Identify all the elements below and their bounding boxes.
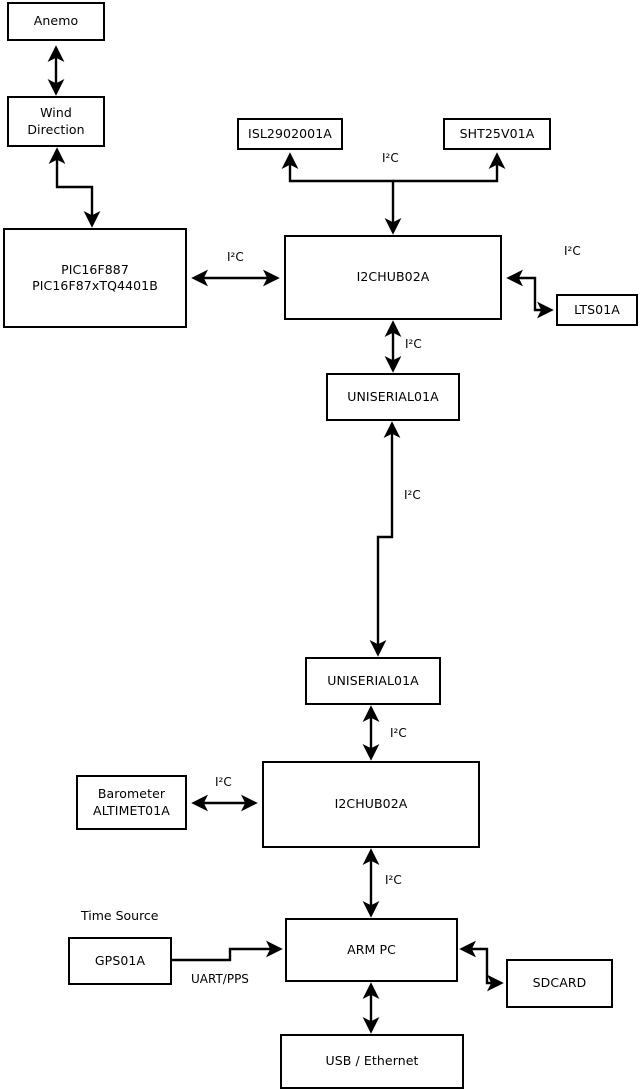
node-usb-ethernet[interactable]: USB / Ethernet — [280, 1034, 464, 1089]
wire-bus-sht — [393, 152, 506, 183]
node-uniserial01a-bottom[interactable]: UNISERIAL01A — [305, 657, 441, 705]
node-lts01a[interactable]: LTS01A — [556, 294, 638, 326]
wire-uniserial-link — [369, 421, 401, 657]
node-anemo[interactable]: Anemo — [7, 2, 105, 41]
edge-label-pic-hub: I²C — [227, 250, 244, 264]
node-arm-pc[interactable]: ARM PC — [285, 918, 458, 982]
wire-hubtop-sensors — [281, 152, 402, 235]
edge-label-uniserial-link: I²C — [404, 488, 421, 502]
node-i2chub02a-top[interactable]: I2CHUB02A — [284, 235, 502, 320]
node-barometer-altimet01a[interactable]: Barometer ALTIMET01A — [76, 775, 187, 830]
edge-label-gps-armpc: UART/PPS — [191, 972, 249, 986]
edge-label-barometer-hub2: I²C — [215, 775, 232, 789]
edge-label-hub2-armpc: I²C — [385, 873, 402, 887]
edge-label-hub-lts: I²C — [564, 244, 581, 258]
edge-label-sensor-bus: I²C — [382, 151, 399, 165]
node-uniserial01a-top[interactable]: UNISERIAL01A — [326, 373, 460, 421]
wire-hubtop-lts — [506, 269, 554, 319]
node-sdcard[interactable]: SDCARD — [506, 959, 613, 1008]
node-gps01a[interactable]: GPS01A — [68, 937, 172, 985]
node-sht25v01a[interactable]: SHT25V01A — [443, 118, 551, 150]
edge-label-hub-uniserial: I²C — [405, 337, 422, 351]
node-isl2902001a[interactable]: ISL2902001A — [237, 118, 343, 150]
node-wind-direction[interactable]: Wind Direction — [7, 96, 105, 147]
edge-label-uniserial-hub2: I²C — [390, 726, 407, 740]
wire-gps-armpc — [172, 940, 283, 962]
wire-wind-pic — [48, 147, 101, 228]
node-i2chub02a-bottom[interactable]: I2CHUB02A — [262, 761, 480, 848]
label-time-source: Time Source — [81, 908, 159, 923]
node-pic-microcontroller[interactable]: PIC16F887 PIC16F87xTQ4401B — [3, 228, 187, 328]
wire-armpc-sdcard — [459, 940, 504, 992]
